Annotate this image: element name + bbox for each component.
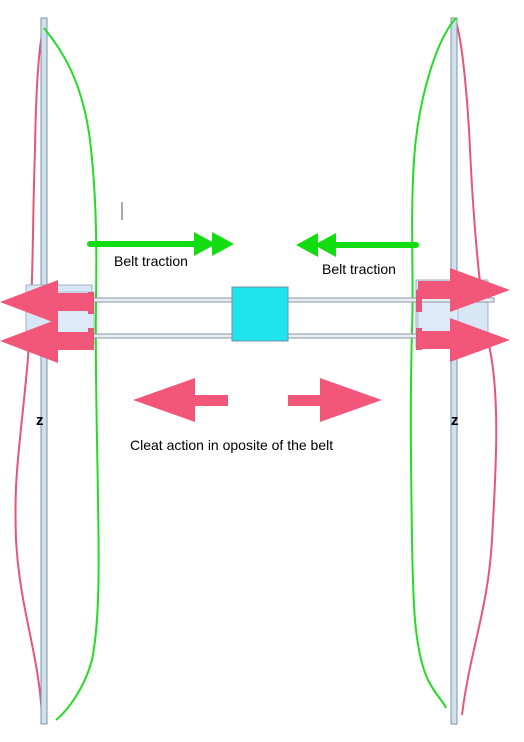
- left-upper-cleat-arrow: [0, 280, 92, 324]
- right-red-outline: [455, 21, 498, 716]
- right-green-belt: [409, 17, 457, 709]
- left-red-outline: [14, 27, 45, 716]
- traction-arrow-left-icon: [296, 233, 419, 257]
- middle-cleat-arrow-left: [133, 378, 228, 422]
- right-upper-cleat-arrow: [418, 268, 510, 312]
- right-pad-upper: [416, 290, 422, 312]
- z-label-right: z: [451, 412, 459, 429]
- left-lower-cleat-arrow: [0, 319, 92, 363]
- right-vertical-rail: [450, 17, 458, 725]
- traction-arrow-right-icon: [87, 232, 234, 256]
- belt-traction-label-left: Belt traction: [114, 253, 188, 269]
- belt-traction-label-right: Belt traction: [322, 261, 396, 277]
- middle-cleat-arrow-right: [288, 378, 382, 422]
- center-cyan-block: [231, 286, 289, 342]
- z-label-left: z: [36, 412, 44, 429]
- right-lower-cleat-arrow: [418, 318, 510, 362]
- left-vertical-rail: [40, 17, 48, 725]
- cleat-action-label: Cleat action in oposite of the belt: [130, 437, 334, 453]
- left-green-belt: [43, 27, 100, 721]
